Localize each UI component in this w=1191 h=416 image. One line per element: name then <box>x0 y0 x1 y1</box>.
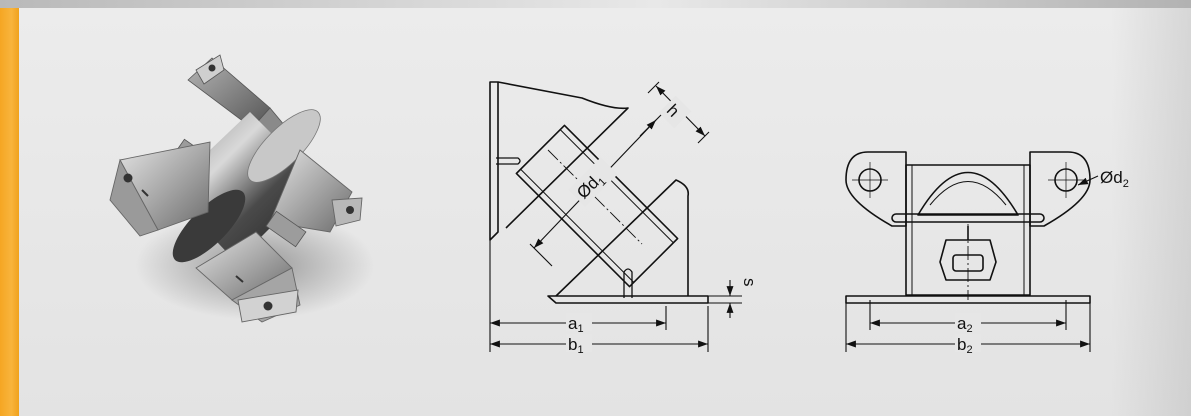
dim-b1-label: b1 <box>568 335 584 356</box>
dim-b2-label: b2 <box>957 335 973 356</box>
dim-a2-label: a2 <box>957 314 973 335</box>
upper-gusset <box>497 81 629 229</box>
hex-nut <box>939 239 997 281</box>
lower-gusset <box>555 179 690 297</box>
rubber-cylinder <box>168 109 321 263</box>
front-view-drawing <box>845 151 1091 304</box>
rubber-element <box>515 124 679 288</box>
base-plate <box>547 295 709 304</box>
lower-bracket <box>195 231 301 323</box>
left-ear <box>845 151 907 227</box>
top-band <box>0 0 1191 8</box>
product-photo <box>109 54 375 323</box>
cross-bar <box>891 213 1045 223</box>
right-shade <box>1111 8 1191 416</box>
rubber-dome <box>917 171 1019 216</box>
dim-d2-label: Ød2 <box>1100 168 1129 190</box>
lower-bolt <box>265 210 307 248</box>
side-view-dimensions <box>489 81 742 352</box>
vertical-plate <box>489 81 499 241</box>
accent-bar <box>0 8 19 416</box>
right-bracket <box>269 149 363 233</box>
left-bracket <box>109 141 211 237</box>
dim-s-label: s <box>740 278 759 287</box>
dim-a1-label: a1 <box>568 314 584 335</box>
